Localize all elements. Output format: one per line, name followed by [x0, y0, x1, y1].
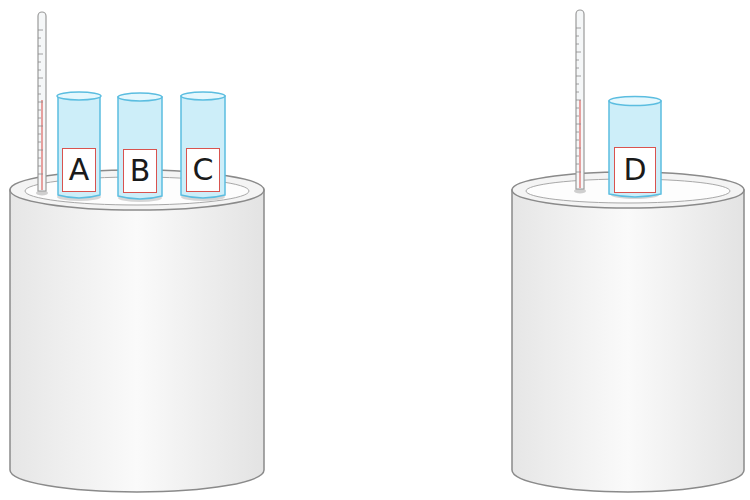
beaker	[181, 92, 225, 198]
tick-mark	[576, 84, 579, 85]
tick-mark	[576, 124, 581, 125]
tick-mark	[38, 134, 41, 135]
tick-mark	[576, 172, 581, 173]
beaker-letter: C	[193, 155, 214, 185]
tick-mark	[38, 118, 41, 119]
tick-mark	[38, 70, 41, 71]
insulated-container	[10, 170, 264, 492]
tick-mark	[38, 46, 41, 47]
tick-mark	[38, 142, 41, 143]
tick-mark	[576, 52, 581, 53]
beaker	[118, 93, 162, 199]
beaker-label: B	[123, 149, 157, 193]
thermometer	[38, 12, 46, 191]
tick-mark	[38, 166, 41, 167]
beaker-label: C	[186, 148, 220, 192]
tick-mark	[38, 30, 43, 31]
beaker-label: A	[62, 148, 96, 192]
tick-mark	[576, 100, 581, 101]
tick-mark	[576, 140, 579, 141]
tick-mark	[38, 126, 43, 127]
tick-mark	[576, 36, 579, 37]
beaker-letter: A	[69, 155, 90, 185]
thermometer	[576, 10, 584, 189]
tick-mark	[576, 28, 581, 29]
tick-mark	[576, 148, 581, 149]
beaker	[609, 97, 661, 198]
tick-mark	[38, 38, 41, 39]
beaker-letter: B	[130, 156, 151, 186]
tick-mark	[576, 116, 579, 117]
tick-mark	[38, 86, 41, 87]
tick-mark	[576, 108, 579, 109]
insulated-container	[512, 172, 744, 492]
tick-mark	[38, 110, 41, 111]
beaker-letter: D	[623, 155, 646, 185]
tick-mark	[576, 76, 581, 77]
tick-mark	[38, 54, 43, 55]
tick-mark	[576, 92, 579, 93]
tick-mark	[38, 158, 41, 159]
tick-mark	[576, 44, 579, 45]
tick-mark	[38, 102, 43, 103]
tick-mark	[576, 60, 579, 61]
beaker-label: D	[614, 147, 656, 193]
tick-mark	[38, 174, 43, 175]
tick-mark	[576, 156, 579, 157]
beaker	[57, 92, 101, 198]
tick-mark	[576, 164, 579, 165]
tick-mark	[38, 150, 43, 151]
tick-mark	[576, 68, 579, 69]
tick-mark	[38, 62, 41, 63]
tick-mark	[38, 78, 43, 79]
tick-mark	[576, 132, 579, 133]
tick-mark	[38, 94, 41, 95]
